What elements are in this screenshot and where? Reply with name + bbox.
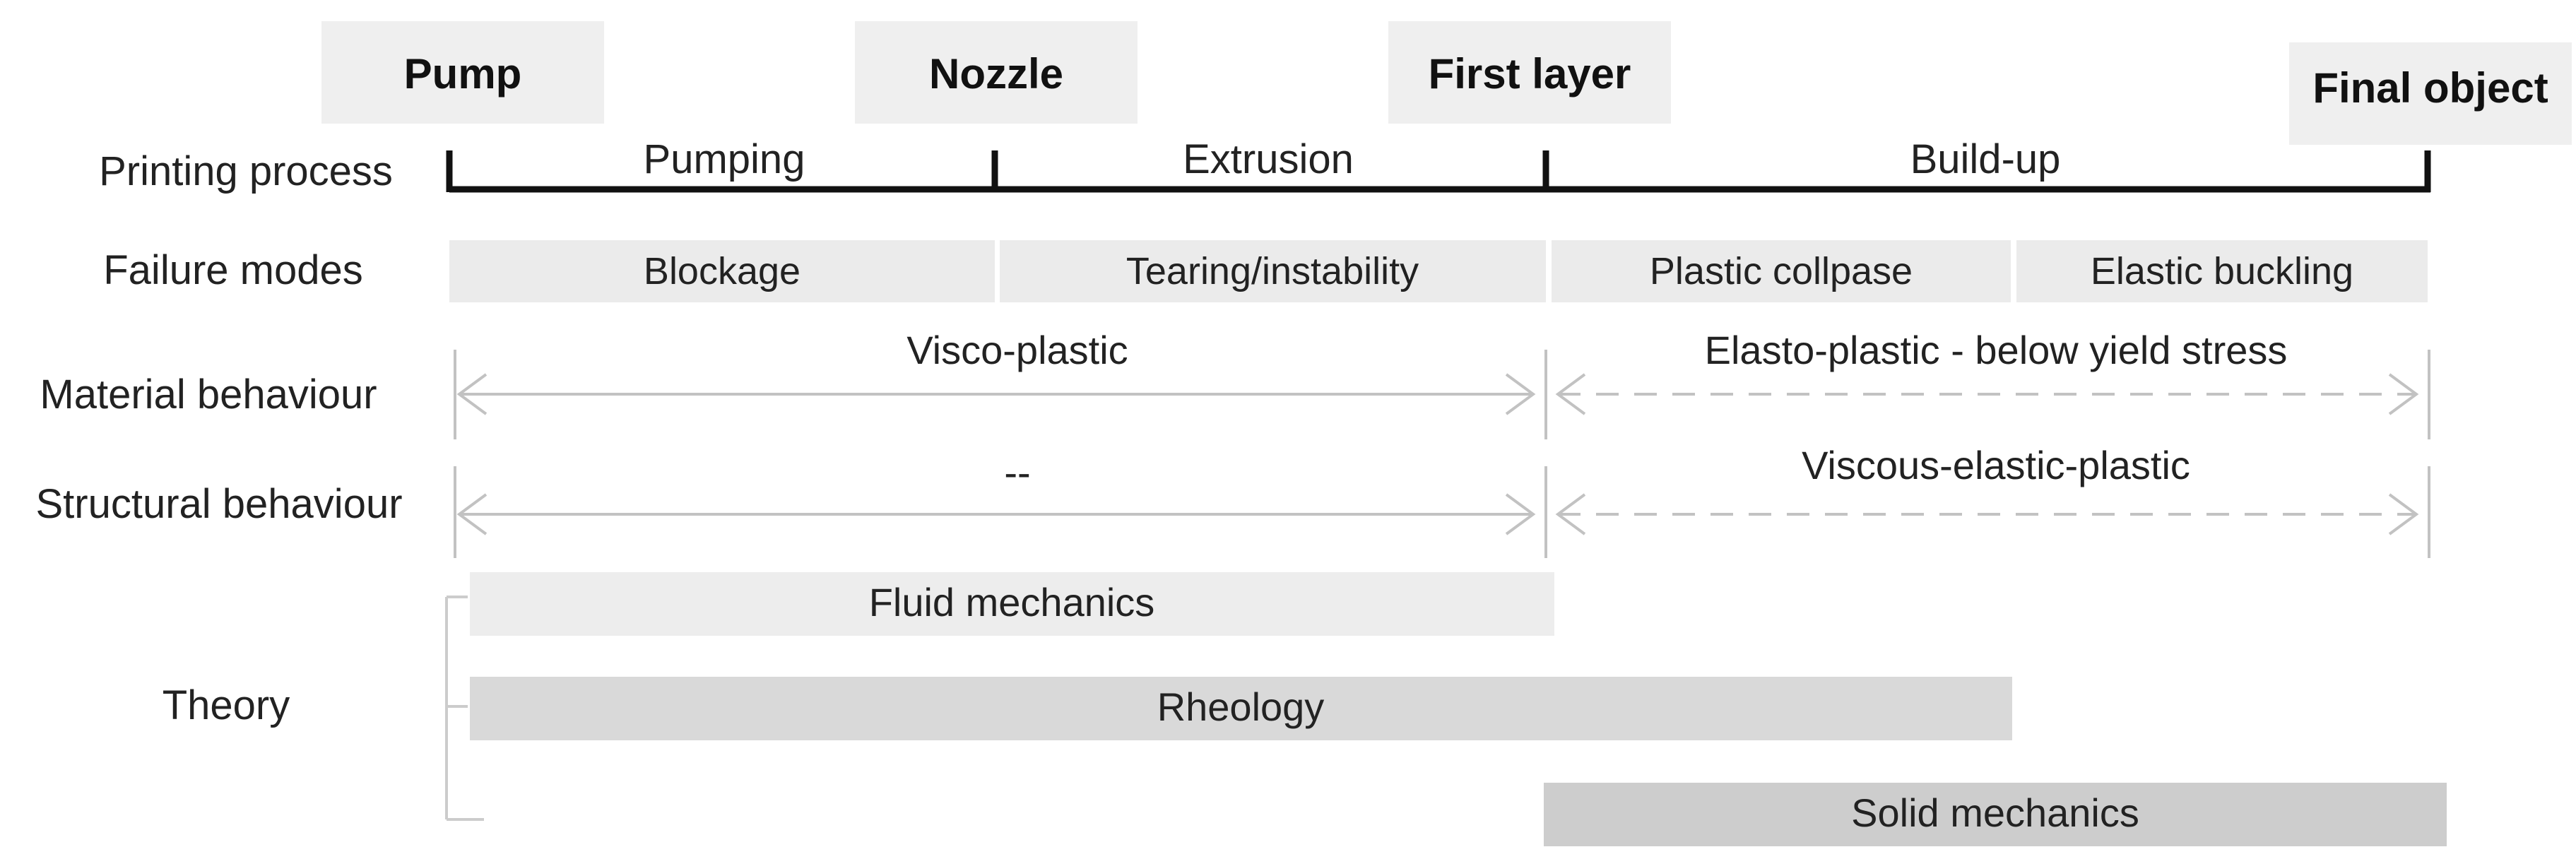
theory-solid-mechanics-label: Solid mechanics: [1851, 790, 2139, 835]
failure-elastic-buckling-box: [2016, 240, 2428, 302]
structural-dash-label: --: [1004, 450, 1030, 494]
stage-pump-box: [321, 21, 604, 124]
phase-extrusion: Extrusion: [1183, 136, 1354, 182]
theory-rheology-bar: [470, 677, 2012, 740]
theory-rheology: Rheology: [470, 677, 2012, 740]
failure-tearing-label: Tearing/instability: [1126, 250, 1419, 292]
failure-elastic-buckling-label: Elastic buckling: [2091, 250, 2353, 292]
row-label-theory: Theory: [163, 682, 290, 728]
stage-pump-label: Pump: [404, 50, 522, 97]
material-behaviour-row: Visco-plastic Elasto-plastic - below yie…: [454, 328, 2430, 439]
theory-solid-mechanics-bar: [1544, 783, 2447, 846]
row-label-printing-process: Printing process: [99, 148, 393, 194]
stage-nozzle-label: Nozzle: [929, 50, 1063, 97]
row-label-failure-modes: Failure modes: [103, 247, 362, 293]
stage-nozzle: Nozzle: [855, 21, 1138, 124]
process-timeline: Pumping Extrusion Build-up: [446, 136, 2431, 193]
theory-bracket: [445, 596, 484, 821]
stage-nozzle-box: [855, 21, 1138, 124]
row-label-material-behaviour: Material behaviour: [40, 372, 377, 417]
material-left-arrowhead-start: [456, 373, 488, 415]
failure-plastic-collapse-box: [1552, 240, 2011, 302]
structural-right-arrowhead-start: [1555, 493, 1586, 535]
stage-final-object-label: Final object: [2312, 64, 2548, 112]
structural-viscous-elastic-plastic-label: Viscous-elastic-plastic: [1802, 443, 2190, 487]
stage-first-layer: First layer: [1388, 21, 1671, 124]
theory-fluid-mechanics: Fluid mechanics: [470, 572, 1554, 636]
theory-fluid-mechanics-label: Fluid mechanics: [869, 580, 1155, 624]
structural-right-arrowhead-end: [2388, 493, 2419, 535]
material-right-arrowhead-start: [1555, 373, 1586, 415]
theory-solid-mechanics: Solid mechanics: [1544, 783, 2447, 846]
phase-pumping: Pumping: [644, 136, 805, 182]
stage-first-layer-box: [1388, 21, 1671, 124]
structural-left-arrowhead-end: [1505, 493, 1536, 535]
stage-pump: Pump: [321, 21, 604, 124]
phase-build-up: Build-up: [1910, 136, 2061, 182]
material-visco-plastic-label: Visco-plastic: [906, 328, 1128, 372]
material-left-arrowhead-end: [1505, 373, 1536, 415]
failure-modes-row: Blockage Tearing/instability Plastic col…: [449, 240, 2428, 302]
structural-behaviour-row: -- Viscous-elastic-plastic: [454, 443, 2430, 558]
material-elasto-plastic-label: Elasto-plastic - below yield stress: [1705, 328, 2288, 372]
stage-first-layer-label: First layer: [1429, 50, 1631, 97]
material-right-arrowhead-end: [2388, 373, 2419, 415]
failure-blockage-label: Blockage: [644, 250, 800, 292]
stage-final-object-box: [2289, 42, 2572, 145]
row-label-structural-behaviour: Structural behaviour: [35, 481, 402, 527]
failure-plastic-collapse-label: Plastic collpase: [1650, 250, 1913, 292]
structural-left-arrowhead-start: [456, 493, 488, 535]
theory-fluid-mechanics-bar: [470, 572, 1554, 636]
failure-blockage-box: [449, 240, 995, 302]
stage-final-object: Final object: [2289, 42, 2572, 145]
failure-tearing-box: [1000, 240, 1546, 302]
theory-rheology-label: Rheology: [1157, 685, 1325, 729]
